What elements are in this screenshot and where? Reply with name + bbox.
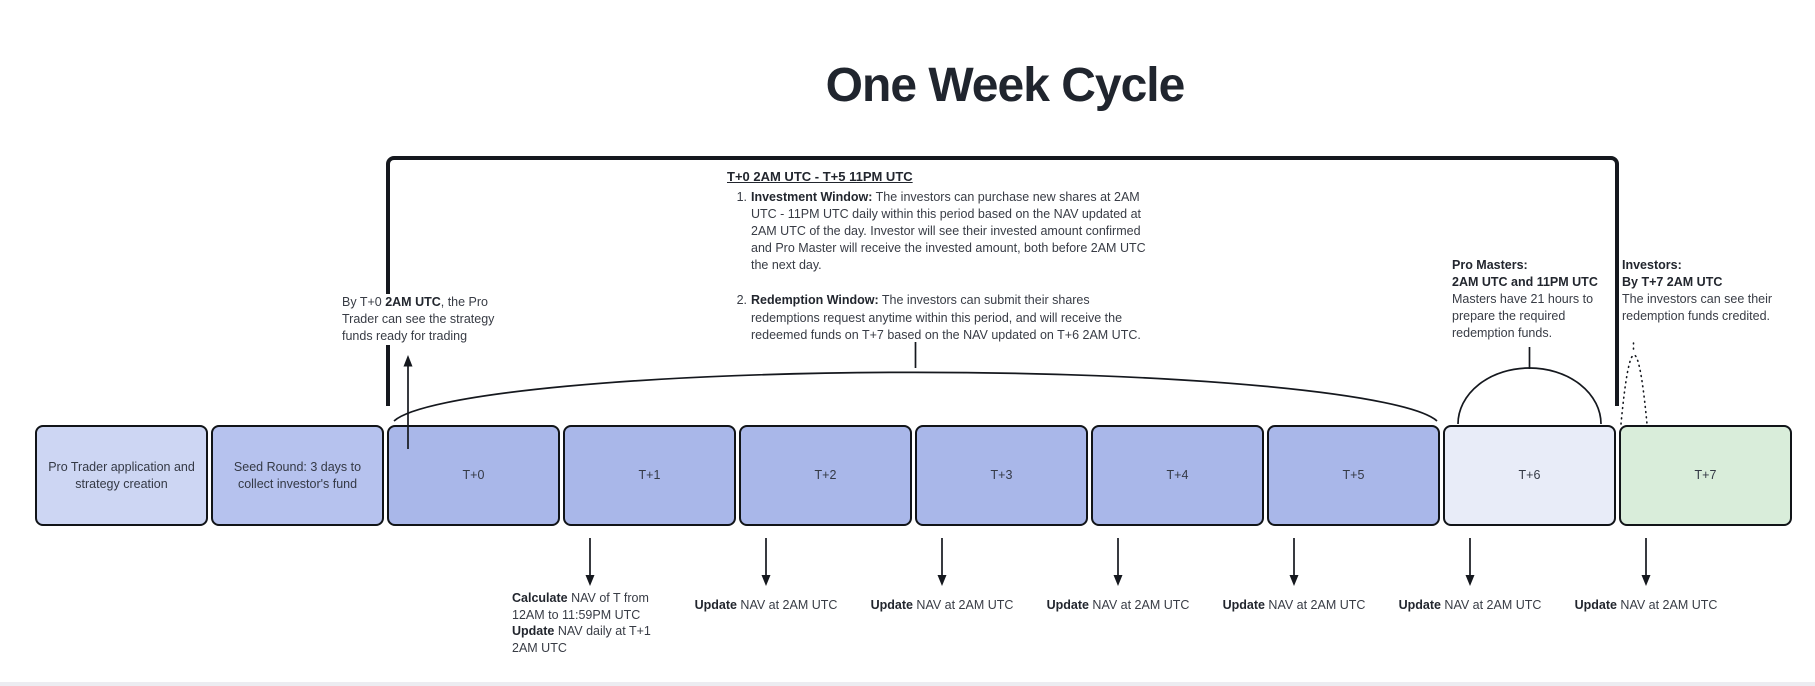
arrow-down-icon (585, 575, 595, 586)
nav-note-calculate: Calculate NAV of T from 12AM to 11:59PM … (512, 590, 662, 656)
window-info-heading: T+0 2AM UTC - T+5 11PM UTC (727, 169, 913, 184)
arrow-down-icon (1289, 575, 1299, 586)
timeline-box-label: T+1 (638, 468, 661, 483)
timeline-box-t0: T+0 (387, 425, 560, 526)
timeline-box-label: T+0 (462, 468, 485, 483)
nav-note-update-t2: Update NAV at 2AM UTC (694, 598, 838, 612)
pro-masters-note-title: Pro Masters: (1452, 258, 1528, 272)
investors-dotted-arc (1620, 354, 1648, 425)
pro-masters-note: Pro Masters: 2AM UTC and 11PM UTC Master… (1452, 257, 1604, 342)
investment-window-text: Investment Window: The investors can pur… (751, 189, 1146, 273)
nav-note-calculate-line2: Update NAV daily at T+1 2AM UTC (512, 624, 651, 655)
timeline-box-t3: T+3 (915, 425, 1088, 526)
arrow-down-icon (1641, 575, 1651, 586)
list-number: 2. (736, 293, 747, 308)
redemption-window-text: Redemption Window: The investors can sub… (751, 293, 1141, 342)
nav-note-update-t7: Update NAV at 2AM UTC (1574, 598, 1718, 612)
list-number: 1. (736, 189, 747, 204)
timeline-box-t6: T+6 (1443, 425, 1616, 526)
timeline-box-label: T+4 (1166, 468, 1189, 483)
timeline-box-t1: T+1 (563, 425, 736, 526)
window-info-block: T+0 2AM UTC - T+5 11PM UTC 1. Investment… (727, 168, 1147, 344)
timeline-box-label: Seed Round: 3 days to collect investor's… (233, 459, 362, 491)
timeline-box-t4: T+4 (1091, 425, 1264, 526)
nav-note-update-t3: Update NAV at 2AM UTC (870, 598, 1014, 612)
timeline-box-seed-round: Seed Round: 3 days to collect investor's… (211, 425, 384, 526)
timeline-box-label: Pro Trader application and strategy crea… (48, 459, 195, 491)
cycle-bracket (386, 156, 1619, 406)
arrow-down-icon (1465, 575, 1475, 586)
arrow-down-icon (1113, 575, 1123, 586)
timeline-box-t5: T+5 (1267, 425, 1440, 526)
timeline-box-label: T+7 (1694, 468, 1717, 483)
bottom-edge-divider (0, 682, 1815, 686)
nav-note-calculate-line1: Calculate NAV of T from 12AM to 11:59PM … (512, 591, 649, 622)
diagram-title: One Week Cycle (825, 59, 1186, 112)
pro-trader-note: By T+0 2AM UTC, the Pro Trader can see t… (342, 294, 504, 345)
timeline-box-label: T+3 (990, 468, 1013, 483)
timeline-box-label: T+2 (814, 468, 837, 483)
timeline-box-t7: T+7 (1619, 425, 1792, 526)
timeline-box-application: Pro Trader application and strategy crea… (35, 425, 208, 526)
nav-note-update-t4: Update NAV at 2AM UTC (1046, 598, 1190, 612)
nav-note-update-t5: Update NAV at 2AM UTC (1222, 598, 1366, 612)
investment-window-item: 1. Investment Window: The investors can … (727, 189, 1147, 275)
nav-note-update-t6: Update NAV at 2AM UTC (1398, 598, 1542, 612)
investors-note-body: The investors can see their redemption f… (1622, 292, 1773, 323)
timeline-box-label: T+6 (1518, 468, 1541, 483)
arrow-down-icon (937, 575, 947, 586)
pro-masters-note-body: Masters have 21 hours to prepare the req… (1452, 292, 1594, 340)
redemption-window-item: 2. Redemption Window: The investors can … (727, 292, 1147, 343)
investors-note-title: Investors: (1622, 258, 1682, 272)
investors-note-subtitle: By T+7 2AM UTC (1622, 275, 1723, 289)
pro-masters-note-subtitle: 2AM UTC and 11PM UTC (1452, 275, 1598, 289)
investors-note: Investors: By T+7 2AM UTC The investors … (1622, 257, 1790, 325)
timeline-row: Pro Trader application and strategy crea… (35, 425, 1792, 526)
timeline-box-label: T+5 (1342, 468, 1365, 483)
timeline-box-t2: T+2 (739, 425, 912, 526)
arrow-down-icon (761, 575, 771, 586)
